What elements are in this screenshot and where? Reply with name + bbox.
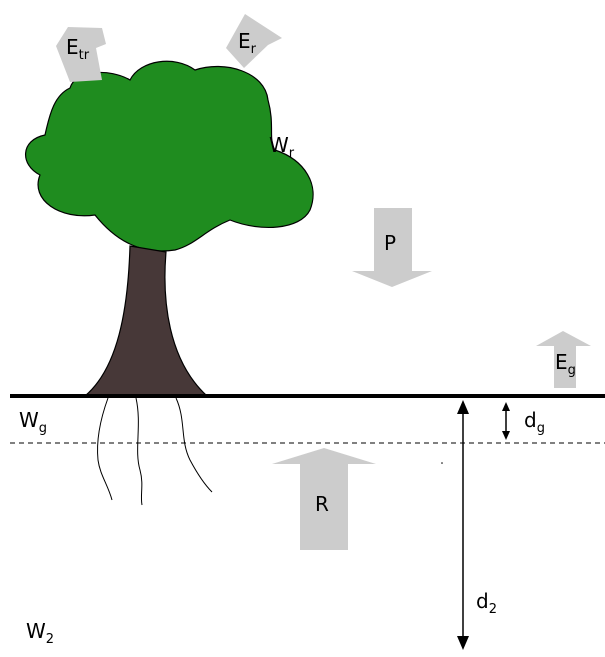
label-w-g: Wg (19, 408, 47, 436)
tree-roots (97, 397, 213, 506)
depth-markers (457, 400, 510, 650)
root-2 (135, 397, 143, 506)
tree-trunk (83, 245, 209, 397)
speck (441, 462, 443, 464)
label-e-g: Eg (555, 350, 576, 378)
label-w-2: W2 (26, 619, 54, 647)
root-1 (97, 397, 113, 501)
tree-canopy (25, 60, 314, 252)
label-r: R (315, 492, 329, 516)
label-w-r: Wr (269, 133, 295, 161)
root-3 (175, 397, 213, 493)
soil-evaporation-arrow (536, 331, 591, 388)
d2-head-up (457, 400, 469, 414)
label-d-2: d2 (476, 589, 497, 617)
label-e-tr: Etr (66, 35, 90, 63)
label-p: P (384, 231, 396, 255)
dg-head-up (502, 402, 510, 411)
precipitation-arrow (352, 208, 432, 287)
flux-arrows (56, 14, 591, 550)
transpiration-arrow (56, 27, 106, 82)
d2-head-down (457, 636, 469, 650)
interception-evaporation-arrow (226, 14, 282, 68)
label-d-g: dg (524, 408, 545, 436)
capillary-rise-arrow (272, 448, 376, 550)
dg-head-down (502, 431, 510, 440)
label-e-r: Er (238, 29, 257, 57)
